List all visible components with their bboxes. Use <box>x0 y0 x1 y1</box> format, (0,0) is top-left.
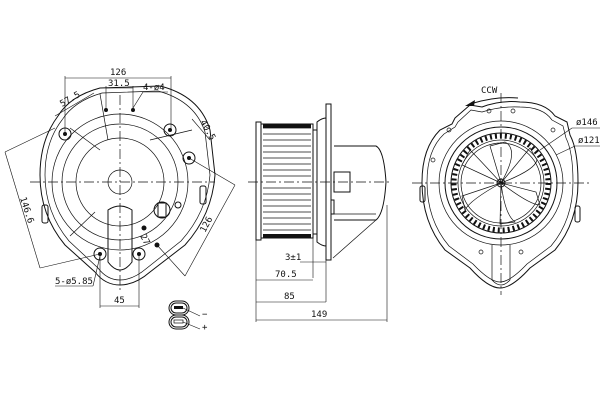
front-view: CCW ø146 ø121 <box>412 86 600 295</box>
dim-27: 27 <box>137 233 151 247</box>
rear-view: 126 31.5 4-ø4 57.5 40.5 126 146 <box>4 68 236 333</box>
side-dimensions: 3±1 70.5 85 149 <box>255 205 388 322</box>
side-view: 3±1 70.5 85 149 <box>248 103 392 322</box>
connector-detail: − + <box>168 300 208 333</box>
dim-inner-diameter: ø121 <box>578 136 600 146</box>
dim-146-6: 146.6 <box>17 196 35 225</box>
connector-negative-label: − <box>202 310 208 320</box>
dim-40-5: 40.5 <box>197 119 217 143</box>
dim-4-holes: 4-ø4 <box>143 83 165 93</box>
dim-85: 85 <box>284 292 295 302</box>
front-dimensions: ø146 ø121 <box>539 118 600 156</box>
dim-126-top: 126 <box>110 68 126 78</box>
rotation-label: CCW <box>481 86 498 96</box>
rotation-indicator: CCW <box>465 86 519 106</box>
dim-45: 45 <box>114 296 125 306</box>
connector-positive-label: + <box>202 323 208 333</box>
impeller-blades <box>263 124 311 238</box>
dim-149: 149 <box>311 310 327 320</box>
dim-5-holes: 5-ø5.85 <box>55 277 93 287</box>
dim-gap: 3±1 <box>285 253 301 263</box>
dim-31-5: 31.5 <box>108 79 130 89</box>
impeller-spokes <box>461 141 541 225</box>
dim-70-5: 70.5 <box>275 270 297 280</box>
mount-holes <box>58 108 196 261</box>
dim-outer-diameter: ø146 <box>576 118 598 128</box>
